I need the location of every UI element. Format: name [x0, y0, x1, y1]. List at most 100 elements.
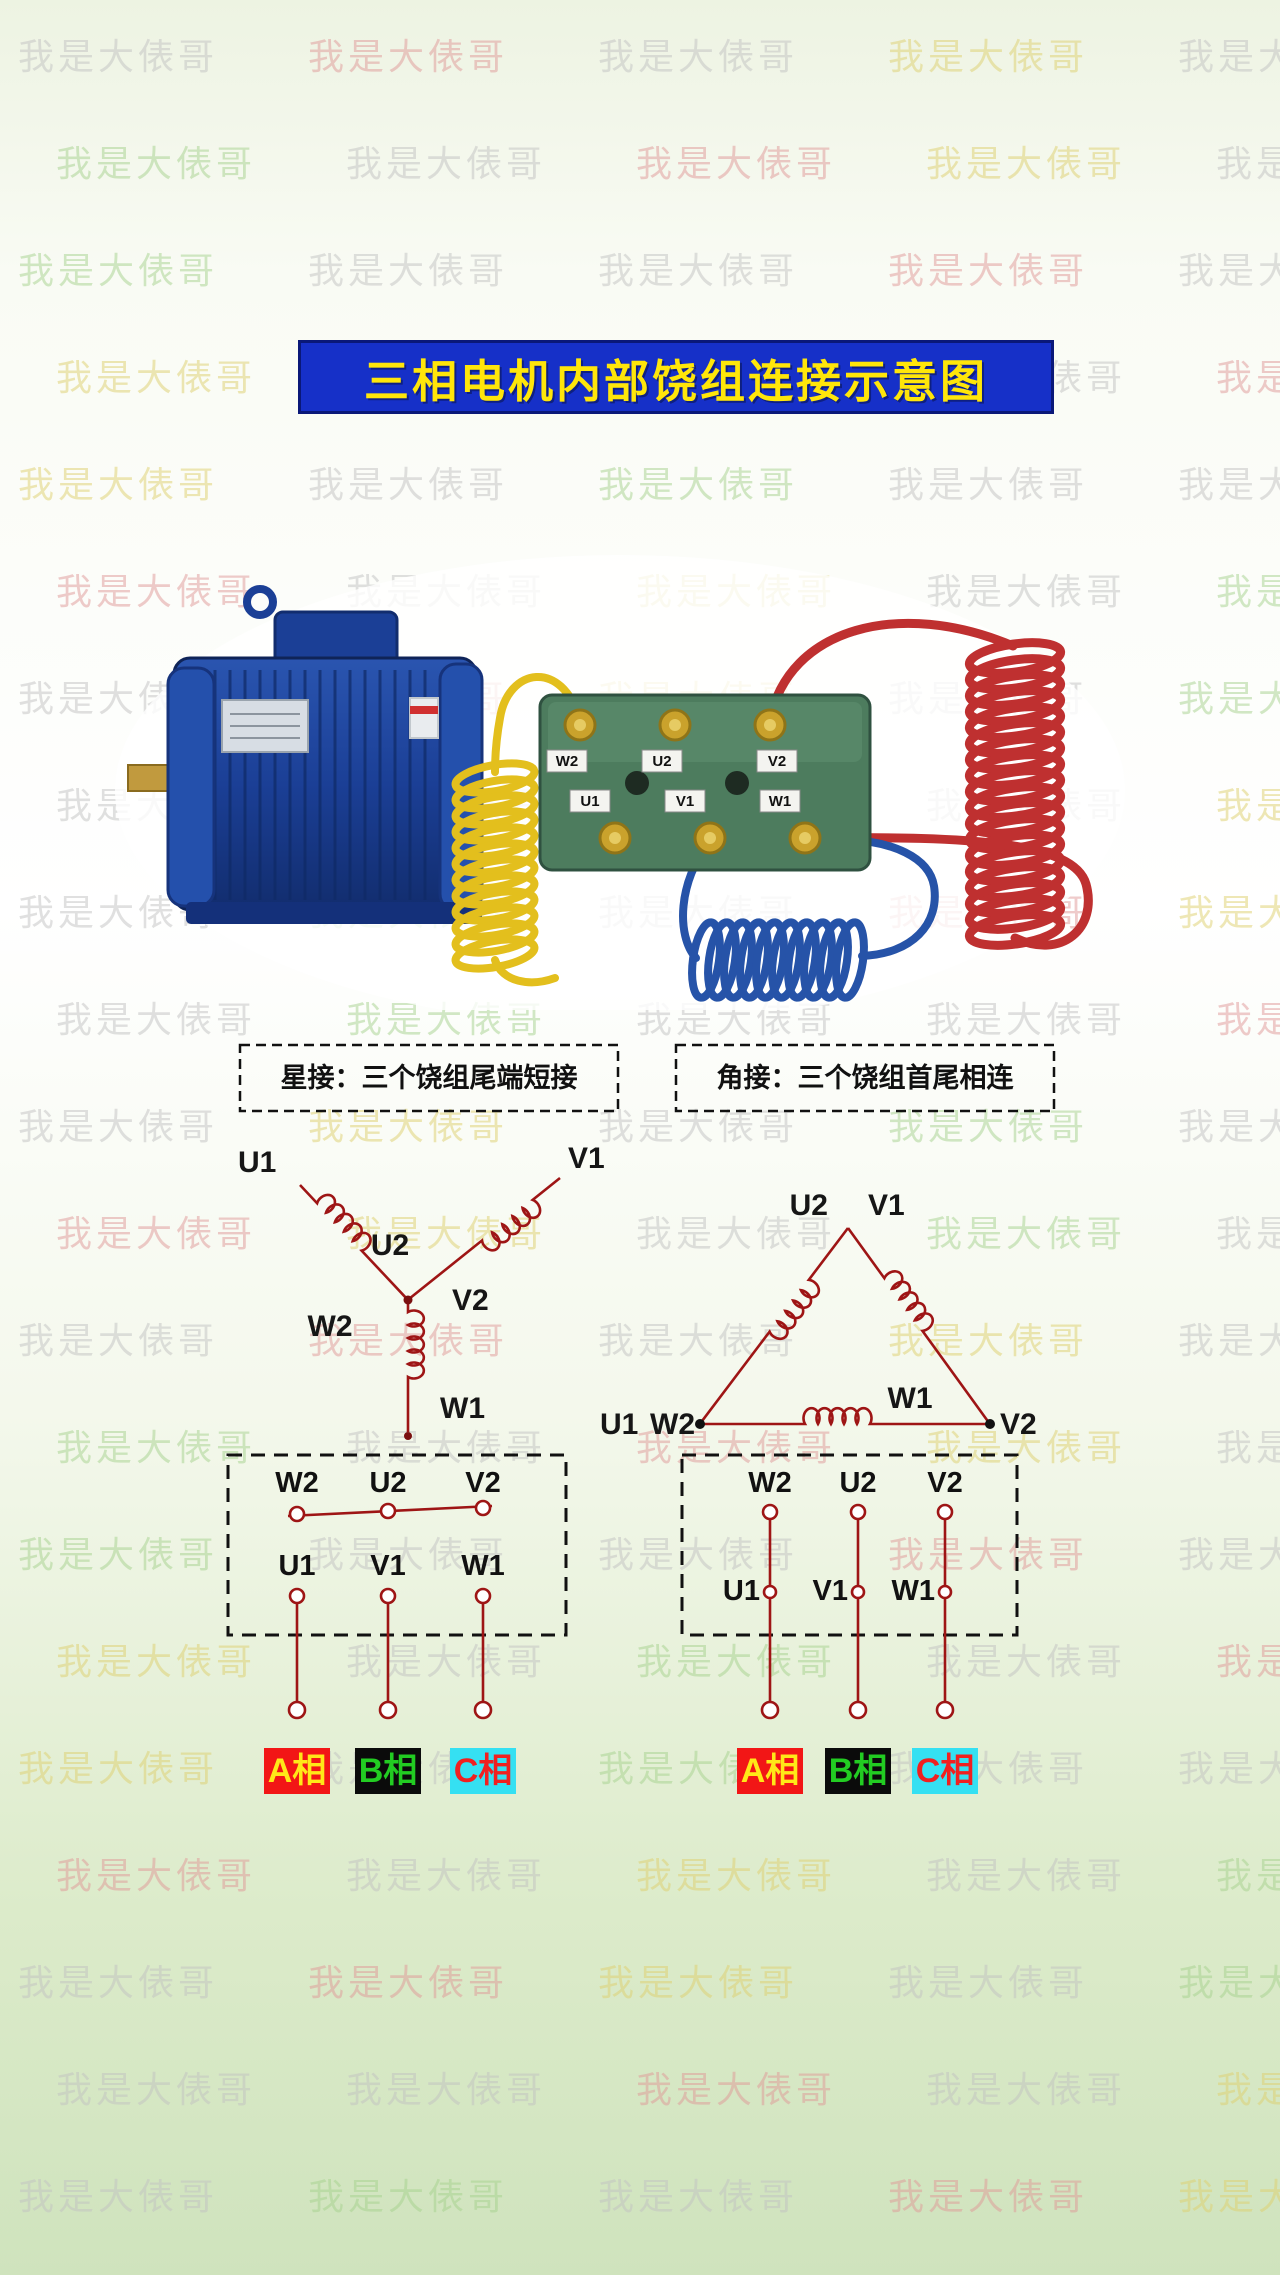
star-box-u1: U1 [278, 1550, 315, 1582]
star-supply-b [378, 1700, 398, 1720]
watermark-text: 我是大俵哥 [18, 464, 219, 505]
delta-box-w1: W1 [892, 1575, 936, 1607]
phase-badge-a [264, 1748, 330, 1794]
delta-terminal-u1 [762, 1584, 778, 1600]
star-terminal-u2 [379, 1502, 397, 1520]
watermark-text: 我是大俵哥 [1216, 1855, 1280, 1896]
watermark-text: 我是大俵哥 [598, 250, 799, 291]
star-box-w2: W2 [275, 1467, 319, 1499]
star-label-w2: W2 [308, 1310, 353, 1343]
motor [127, 585, 484, 924]
yellow-coil-wire [451, 673, 584, 987]
star-label-v1: V1 [568, 1142, 605, 1175]
watermark-text: 我是大俵哥 [56, 143, 257, 184]
watermark-text: 我是大俵哥 [346, 143, 547, 184]
red-coil-wire [765, 618, 1093, 950]
star-w1-end-dot [404, 1432, 412, 1440]
phase-badge-c-label: C相 [916, 1752, 975, 1790]
terminal-block-top-face [548, 702, 862, 762]
star-point-junction [403, 1295, 413, 1305]
tag-w1: W1 [769, 793, 792, 810]
motor-end-cap [166, 666, 216, 908]
phase-badges-right: A相 B相 C相 [737, 1748, 978, 1794]
watermark-text: 我是大俵哥 [308, 464, 509, 505]
tag-v2: V2 [768, 753, 786, 770]
phase-badge-b-label: B相 [829, 1752, 888, 1790]
watermark-text: 我是大俵哥 [926, 1855, 1127, 1896]
tag-v1: V1 [676, 793, 694, 810]
phase-badge-a-label: A相 [268, 1752, 327, 1790]
delta-box-w2: W2 [748, 1467, 792, 1499]
delta-corner-dot-left [695, 1419, 705, 1429]
watermark-text: 我是大俵哥 [926, 2069, 1127, 2110]
blue-coil-wire [679, 836, 939, 1002]
watermark-text: 我是大俵哥 [308, 250, 509, 291]
star-terminal-w2 [288, 1505, 306, 1523]
delta-label-u1: U1 [600, 1408, 638, 1441]
star-coil-w [405, 1300, 426, 1432]
watermark-text: 我是大俵哥 [636, 2069, 837, 2110]
delta-terminal-v2 [936, 1503, 954, 1521]
star-box-v2: V2 [465, 1467, 500, 1499]
motor-label [409, 697, 439, 739]
phase-badge-b-label: B相 [359, 1752, 418, 1790]
watermark-text: 我是大俵哥 [18, 2176, 219, 2217]
watermark-text: 我是大俵哥 [598, 36, 799, 77]
delta-corner-dot-right [985, 1419, 995, 1429]
watermark-text: 我是大俵哥 [888, 2176, 1089, 2217]
watermark-text: 我是大俵哥 [1178, 36, 1280, 77]
delta-coil-right [846, 1227, 990, 1423]
phase-badge-b [355, 1748, 421, 1794]
delta-label-v1: V1 [868, 1189, 905, 1222]
watermark-text: 我是大俵哥 [1216, 143, 1280, 184]
watermark-text: 我是大俵哥 [56, 357, 257, 398]
delta-supply-a [760, 1700, 780, 1720]
star-terminal-v1 [379, 1587, 397, 1605]
delta-label-v2: V2 [1000, 1408, 1037, 1441]
motor-body [172, 656, 478, 912]
star-label-w1: W1 [440, 1392, 485, 1425]
delta-label-w1: W1 [888, 1382, 933, 1415]
motor-feet [186, 902, 482, 924]
watermark-text: 我是大俵哥 [56, 1855, 257, 1896]
star-supply-a [287, 1700, 307, 1720]
star-coil-u [299, 1184, 410, 1302]
delta-supply-c [935, 1700, 955, 1720]
watermark-text: 我是大俵哥 [1216, 2069, 1280, 2110]
star-terminal-u1 [288, 1587, 306, 1605]
watermark-text: 我是大俵哥 [1216, 785, 1280, 826]
watermark-text: 我是大俵哥 [636, 1855, 837, 1896]
delta-caption-box: 角接：三个饶组首尾相连 [674, 1043, 1056, 1113]
phase-badge-a-label: A相 [741, 1752, 800, 1790]
delta-box-u1: U1 [723, 1575, 760, 1607]
delta-box-u2: U2 [839, 1467, 876, 1499]
watermark-text: 我是大俵哥 [1216, 571, 1280, 612]
tag-u1: U1 [580, 793, 599, 810]
nameplate-lines [230, 713, 300, 739]
motor-label-stripe [410, 706, 438, 714]
star-box-w1: W1 [461, 1550, 505, 1582]
watermark-text: 我是大俵哥 [1216, 357, 1280, 398]
watermark-text: 我是大俵哥 [1178, 1962, 1280, 2003]
watermark-text: 我是大俵哥 [598, 2176, 799, 2217]
mounting-hole [625, 771, 649, 795]
phase-badges-left: A相 B相 C相 [264, 1748, 516, 1794]
tag-w2: W2 [556, 753, 579, 770]
star-label-v2: V2 [452, 1284, 489, 1317]
watermark-text: 我是大俵哥 [1178, 2176, 1280, 2217]
star-terminal-box: W2 U2 V2 U1 V1 W1 [226, 1453, 568, 1720]
motor-photo: W2 U2 V2 U1 V1 W1 [115, 555, 1125, 1010]
watermark-text: 我是大俵哥 [1178, 464, 1280, 505]
mounting-hole [725, 771, 749, 795]
watermark-text: 我是大俵哥 [308, 2176, 509, 2217]
delta-terminal-w1 [937, 1584, 953, 1600]
lifting-eye-icon [243, 585, 277, 619]
phase-badge-a [737, 1748, 803, 1794]
star-box-v1: V1 [370, 1550, 405, 1582]
star-label-u2: U2 [371, 1229, 409, 1262]
star-diagram: U1 V1 U2 V2 W2 W1 [238, 1142, 605, 1440]
watermark-text: 我是大俵哥 [888, 1962, 1089, 2003]
delta-diagram: U2 V1 U1 W2 W1 V2 [600, 1189, 1037, 1441]
delta-coil-bottom [700, 1406, 990, 1427]
